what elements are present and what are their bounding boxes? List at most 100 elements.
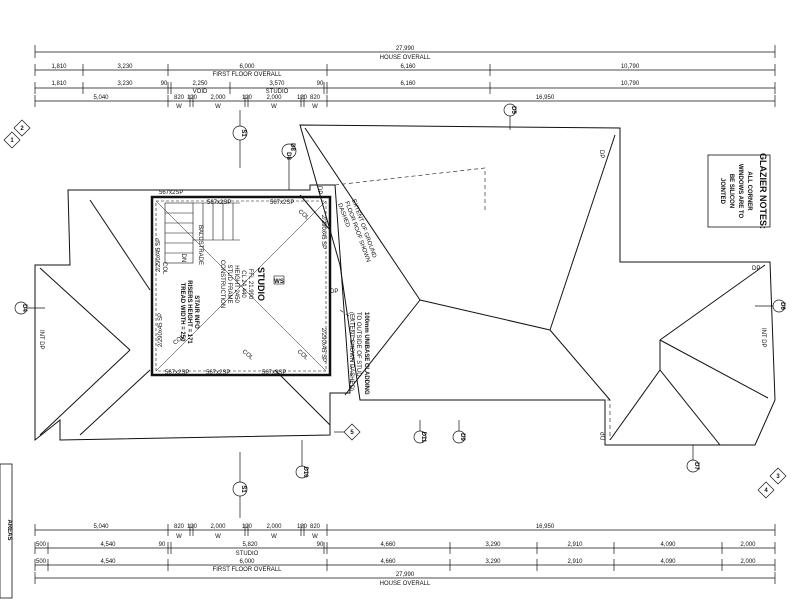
top-dim: 90 — [317, 81, 324, 87]
top-dim: 5,040 — [93, 95, 109, 101]
window-mark: W — [215, 104, 221, 110]
ground-floor-note: EXTENT OF GROUND FLOOR ROOF SHOWN DASHED — [336, 199, 377, 264]
glazier-line: BE SILICON — [728, 174, 734, 208]
top-dim: 2,000 — [210, 95, 226, 101]
bottom-dimension-text: 5,040 820 120 2,000 120 2,000 120 820 16… — [36, 524, 756, 587]
top-dim: 120 — [242, 95, 253, 101]
col-label: COL — [161, 262, 167, 275]
top-studio-label: STUDIO — [266, 89, 289, 95]
top-dim: 6,000 — [239, 64, 255, 70]
top-overall-label: HOUSE OVERALL — [380, 55, 431, 61]
int-dp-label: INT DP — [760, 328, 766, 348]
downpipe-tag: D7 — [693, 462, 699, 470]
bottom-dim: 2,910 — [567, 559, 583, 565]
bottom-dim: 6,000 — [239, 559, 255, 565]
bottom-dim: 3,290 — [485, 559, 501, 565]
bottom-dim: 120 — [297, 524, 308, 530]
note-line: (EXTENT SHOWN DASHED) — [348, 312, 354, 391]
downpipe-tag: D6 — [779, 302, 785, 310]
balustrade-label: BALUSTRADE — [197, 225, 203, 265]
bottom-dim: 2,000 — [210, 524, 226, 530]
studio-text: STUDIO FFL 21.990 CL 24.440 HEIGHT 2450 … — [156, 190, 326, 376]
stair-info: RISERS HEIGHT = 171 — [186, 280, 192, 344]
bottom-dim: 4,540 — [100, 559, 116, 565]
top-dim: 3,230 — [117, 64, 133, 70]
glazier-line: ALL CORNER — [746, 171, 752, 211]
studio-line: CL 24.440 — [240, 270, 246, 298]
beam-label: 567x2SP — [207, 200, 231, 206]
top-dim: 1,810 — [51, 81, 67, 87]
top-dim: 6,160 — [400, 81, 416, 87]
bottom-dim: 2,000 — [266, 524, 282, 530]
window-mark: W — [312, 104, 318, 110]
top-dim: 16,950 — [536, 95, 555, 101]
bottom-dim: 90 — [317, 542, 324, 548]
beam-label: 567x2SP — [165, 370, 189, 376]
downpipe-tag: D5 — [510, 106, 516, 114]
studio-title: STUDIO — [256, 267, 266, 301]
dp-label: DP — [316, 186, 322, 194]
areas-tab: AREAS — [0, 463, 13, 599]
bottom-overall-dim: 27,990 — [396, 572, 415, 578]
top-overall-dim: 27,990 — [396, 46, 415, 52]
beam-label-vertical: 2/290x45 SP — [158, 313, 164, 347]
bottom-dim: 2,910 — [567, 542, 583, 548]
top-row1-label: FIRST FLOOR OVERALL — [213, 72, 283, 78]
top-void-label: VOID — [193, 89, 208, 95]
section-tag: S1 — [240, 485, 246, 493]
bottom-dim: 2,000 — [740, 542, 756, 548]
top-dim: 120 — [297, 95, 308, 101]
glazier-line: JOINTED — [719, 178, 725, 205]
int-dp-label: INT DP — [38, 330, 44, 350]
bottom-dim: 120 — [187, 524, 198, 530]
bottom-dim: 4,660 — [380, 559, 396, 565]
bottom-dim: 120 — [242, 524, 253, 530]
dp-label: DP — [598, 150, 604, 158]
glazier-line: WINDOWS ARE TO — [737, 164, 743, 219]
bottom-dim: 4,090 — [660, 542, 676, 548]
downpipe-labels: D5 D8 D8 D4 D6 D9 D11 D10 D7 DP DP DP DP… — [21, 106, 785, 478]
top-dim: 6,160 — [400, 64, 416, 70]
top-dim: 10,790 — [621, 64, 640, 70]
col-label: COL — [241, 349, 255, 362]
window-mark: W — [176, 104, 182, 110]
bottom-dim: 2,000 — [740, 559, 756, 565]
section-markers — [3, 110, 787, 518]
window-mark: W — [176, 534, 182, 540]
dp-label: DP — [752, 266, 760, 272]
bottom-dim: 5,040 — [93, 524, 109, 530]
beam-label-vertical: 2/290x45 SP — [156, 238, 162, 272]
top-dim: 2,000 — [266, 95, 282, 101]
ground-floor-roof-dashed — [334, 167, 611, 440]
top-dim: 1,810 — [51, 64, 67, 70]
downpipe-tag: D8 — [285, 152, 291, 160]
top-dim: 820 — [174, 95, 185, 101]
window-mark: W — [312, 534, 318, 540]
studio-window-tag: WS — [274, 279, 284, 285]
window-mark: W — [271, 534, 277, 540]
bottom-dim: 90 — [159, 542, 166, 548]
section-tag: 2 — [20, 126, 24, 132]
cladding-note: 100mm UNIBASE CLADDING TO OUTSIDE OF STU… — [348, 312, 369, 395]
bottom-row3-label: FIRST FLOOR OVERALL — [213, 567, 283, 573]
section-tag: 1 — [10, 138, 14, 144]
downpipe-markers — [14, 103, 786, 479]
section-marker-labels: 2 1 3 4 S1 S1 5 — [10, 126, 780, 494]
top-dimension-strings — [34, 45, 776, 107]
stair-treads — [164, 202, 240, 264]
note-line: 100mm UNIBASE CLADDING — [363, 312, 369, 395]
section-tag: 3 — [776, 474, 780, 480]
bottom-dim: 5,820 — [242, 542, 258, 548]
bottom-dimension-strings — [34, 524, 776, 584]
top-dim: 3,570 — [269, 81, 285, 87]
downpipe-tag: D8 — [289, 143, 295, 151]
glazier-title: GLAZIER NOTES: — [758, 153, 768, 229]
beam-label: 567x2SP — [262, 370, 286, 376]
bottom-overall-label: HOUSE OVERALL — [380, 581, 431, 587]
bottom-dim: 500 — [36, 559, 47, 565]
beam-label: 567x2SP — [159, 190, 183, 196]
top-dim: 10,790 — [621, 81, 640, 87]
col-label: COL — [296, 349, 310, 362]
window-mark: W — [271, 104, 277, 110]
